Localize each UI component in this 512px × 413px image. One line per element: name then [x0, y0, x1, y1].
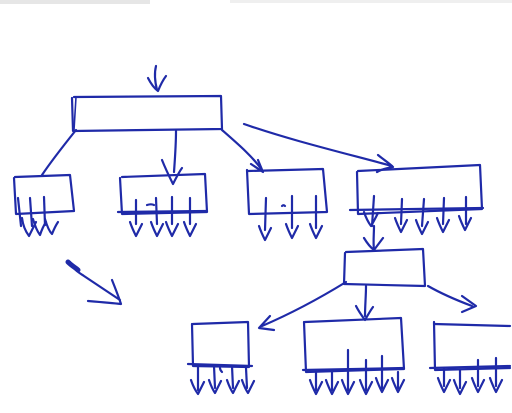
grandchild-node-1 — [186, 320, 256, 396]
child-4-to-mid-edge — [362, 224, 385, 252]
child-node-3 — [245, 167, 329, 242]
mid-to-grandchild-1-edge — [257, 280, 348, 332]
child-node-1 — [12, 173, 76, 238]
mid-to-grandchild-2-edge — [354, 284, 375, 322]
root-to-child-2-edge — [160, 129, 184, 186]
child-node-4 — [348, 163, 485, 236]
root-to-child-3-edge — [220, 128, 265, 174]
paper-smudges — [0, 0, 512, 4]
child-node-2 — [116, 172, 209, 238]
root-to-child-4-edge — [242, 122, 395, 174]
grandchild-node-3 — [428, 320, 512, 396]
root-node — [70, 94, 224, 133]
mid-to-grandchild-3-edge — [426, 284, 478, 314]
free-arrow — [65, 259, 123, 306]
top-entry-arrow — [146, 64, 168, 93]
grandchild-node-2 — [301, 316, 406, 396]
mid-node — [342, 247, 427, 288]
root-to-child-1-edge — [40, 128, 78, 177]
